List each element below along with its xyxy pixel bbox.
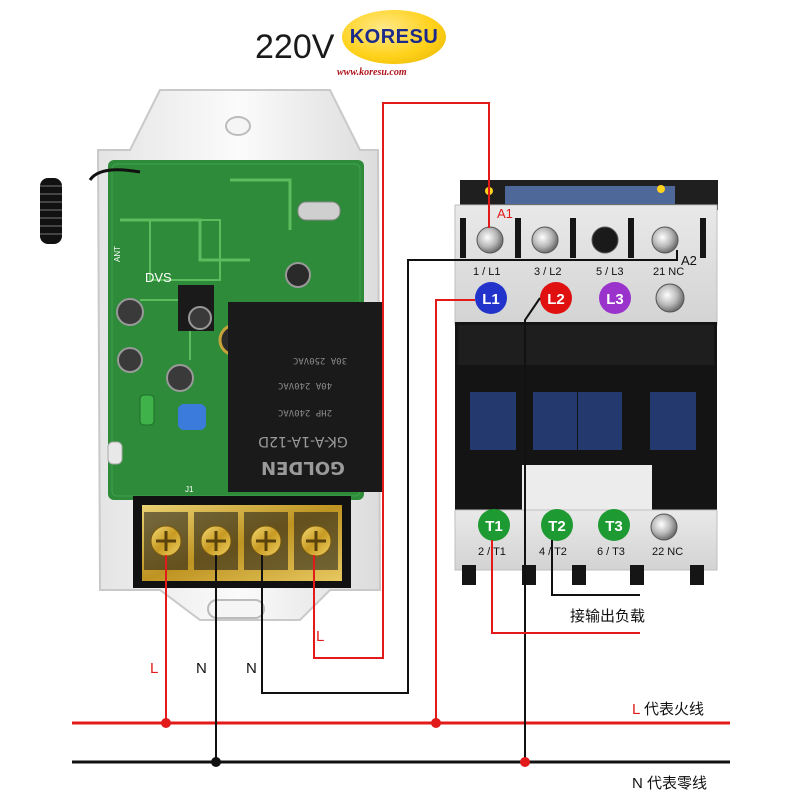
output-t1-wire: [491, 540, 640, 634]
wire-label-l-input: L: [150, 660, 159, 677]
svg-text:2HP 240VAC: 2HP 240VAC: [278, 407, 332, 417]
coil-a2-wire: [261, 250, 678, 694]
coil-a2-label: A2: [681, 253, 697, 268]
relay: 30A 250VAC 40A 240VAC 2HP 240VAC GK-A-1A…: [228, 302, 383, 492]
junction-dot: [211, 757, 221, 767]
legend-live-prefix: L: [632, 701, 640, 718]
legend-neutral: N 代表零线: [632, 775, 708, 792]
terminal-screws: [150, 525, 332, 557]
brand-website: www.koresu.com: [337, 67, 407, 78]
brand-logo-text: KORESU: [349, 25, 439, 48]
contactor-l2-wire: [524, 297, 541, 762]
svg-text:30A 250VAC: 30A 250VAC: [293, 355, 347, 365]
mount-hole-bottom: [207, 599, 265, 619]
load-output-label: 接输出负载: [570, 608, 646, 625]
antenna-coil: [40, 168, 141, 244]
wire-label-n-input: N: [196, 660, 207, 677]
svg-text:40A 240VAC: 40A 240VAC: [278, 380, 332, 390]
terminal-2-t1-label: 2 / T1: [478, 546, 506, 558]
junction-dot: [161, 718, 171, 728]
terminal-21-nc-label: 21 NC: [653, 266, 685, 278]
board-label: DVS: [145, 270, 172, 285]
svg-text:GK-A-1A-12D: GK-A-1A-12D: [258, 433, 347, 449]
coil-a1-label: A1: [497, 206, 513, 221]
badge-t2: T2: [548, 518, 566, 535]
bottom-badges: T1 T2 T3: [478, 509, 630, 541]
output-t2-wire: [551, 540, 640, 596]
contactor-l1-wire: [435, 299, 475, 723]
wire-label-l-relay: L: [316, 628, 325, 645]
j1-label: J1: [185, 485, 194, 494]
svg-text:GOLDEN: GOLDEN: [261, 457, 345, 478]
terminal-3-l2-label: 3 / L2: [534, 266, 562, 278]
mount-hole-top: [225, 116, 251, 136]
badge-l2: L2: [547, 291, 565, 308]
contactor: L1 L2 L3 T1 T2 T3: [454, 180, 718, 585]
legend-live: L 代表火线: [632, 698, 704, 719]
terminal-6-t3-label: 6 / T3: [597, 546, 625, 558]
legend-live-text: 代表火线: [639, 701, 704, 718]
wire-label-n-coil: N: [246, 660, 257, 677]
junction-dot: [431, 718, 441, 728]
terminal-5-l3-label: 5 / L3: [596, 266, 624, 278]
badge-t3: T3: [605, 518, 623, 535]
receiver-module: 30A 250VAC 40A 240VAC 2HP 240VAC GK-A-1A…: [40, 89, 383, 621]
badge-l3: L3: [606, 291, 624, 308]
brand-logo: KORESU: [342, 10, 446, 64]
voltage-label: 220V: [255, 28, 335, 66]
wires: [72, 102, 730, 767]
terminal-4-t2-label: 4 / T2: [539, 546, 567, 558]
coil-a1-wire: [313, 102, 490, 659]
top-badges: L1 L2 L3: [475, 282, 685, 314]
junction-dot: [520, 757, 530, 767]
ant-label: ANT: [113, 246, 122, 262]
badge-l1: L1: [482, 291, 500, 308]
badge-t1: T1: [485, 518, 503, 535]
terminal-22-nc-label: 22 NC: [652, 546, 684, 558]
terminal-1-l1-label: 1 / L1: [473, 266, 501, 278]
